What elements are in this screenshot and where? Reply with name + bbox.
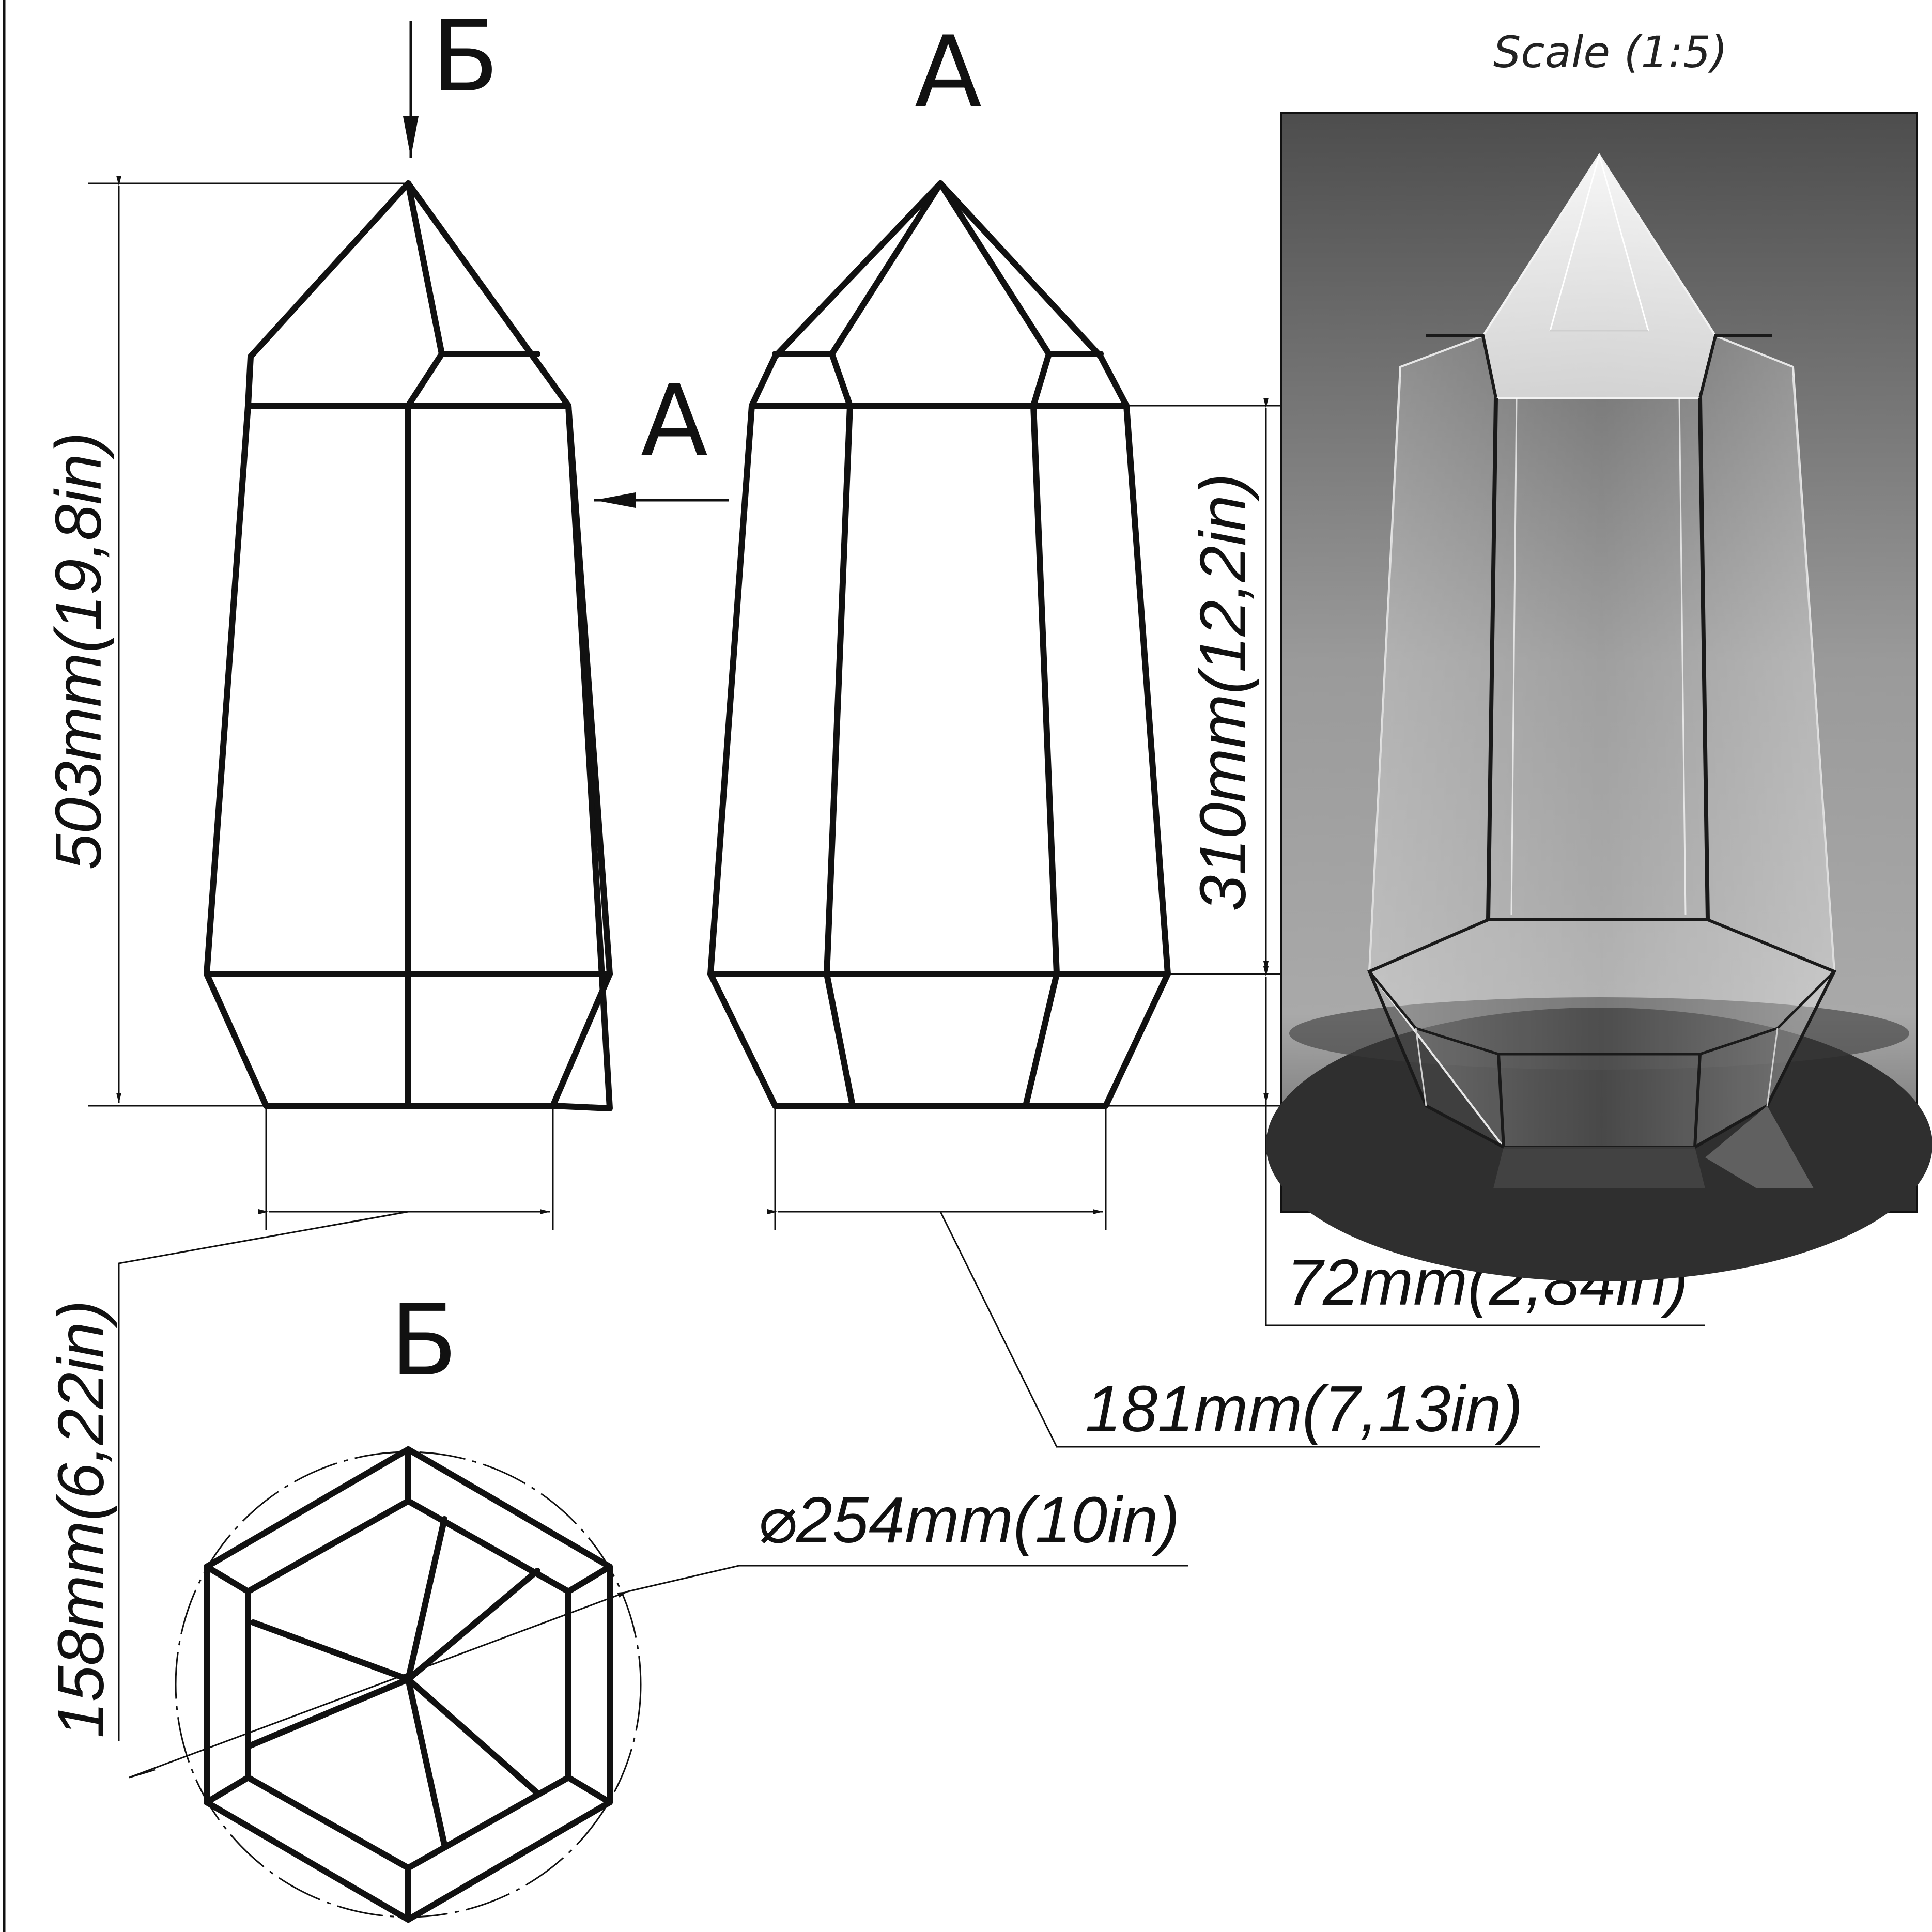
side-view-drawing	[204, 180, 613, 1111]
scale-label: Scale (1:5)	[1493, 27, 1727, 78]
view-letter-b-bottom: Б	[390, 1284, 457, 1398]
render-image	[1266, 112, 1932, 1281]
view-letter-b-top: Б	[431, 0, 499, 114]
front-view-drawing	[707, 180, 1171, 1109]
dim-diameter: ⌀254mm(10in)	[757, 1483, 1180, 1556]
dim-side-width: 158mm(6,22in)	[44, 1300, 117, 1738]
dim-total-height: 503mm(19,8in)	[42, 432, 115, 870]
dim-line-diameter	[129, 1590, 628, 1779]
view-letter-a: А	[915, 15, 982, 129]
arrow-label-a: А	[641, 364, 708, 478]
dim-body-height: 310mm(12,2in)	[1186, 473, 1259, 911]
bottom-view-drawing	[175, 1446, 642, 1923]
dim-front-width: 181mm(7,13in)	[1085, 1372, 1523, 1445]
